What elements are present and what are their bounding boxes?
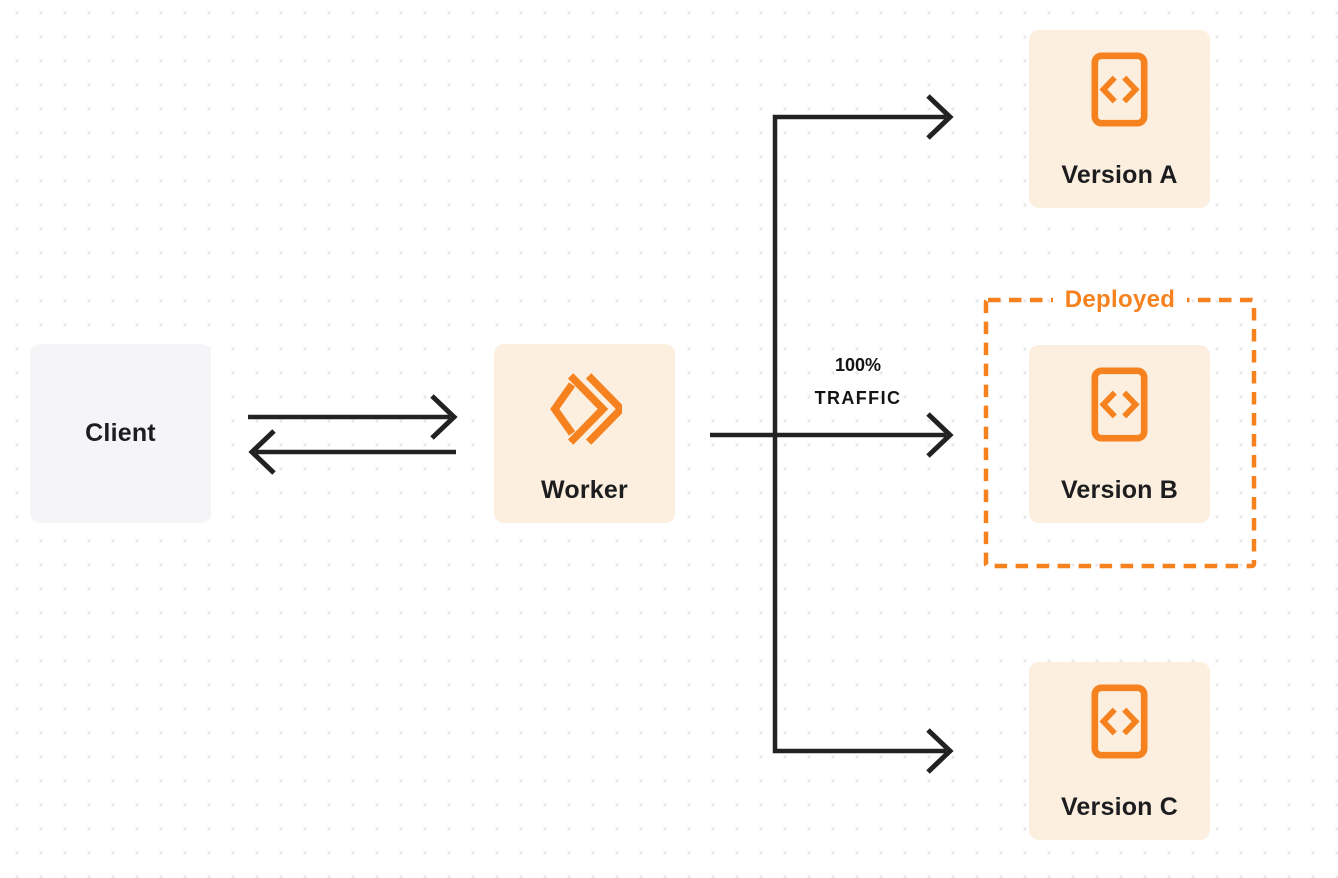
version-c-label: Version C bbox=[1060, 793, 1179, 821]
client-label: Client bbox=[85, 419, 156, 447]
node-client: Client bbox=[30, 344, 211, 523]
code-file-icon bbox=[1091, 684, 1148, 764]
arrow-branch-versions bbox=[772, 94, 954, 774]
node-version-a: Version A bbox=[1029, 30, 1210, 208]
traffic-percentage-label: 100% TRAFFIC bbox=[778, 349, 938, 415]
traffic-line1: 100% bbox=[834, 355, 882, 375]
arrow-client-to-worker bbox=[248, 394, 458, 440]
node-worker: Worker bbox=[494, 344, 675, 523]
deployed-group-label: Deployed bbox=[986, 286, 1254, 314]
node-version-c: Version C bbox=[1029, 662, 1210, 840]
arrowhead-version-c bbox=[926, 728, 954, 774]
code-file-icon bbox=[1091, 52, 1148, 132]
worker-label: Worker bbox=[541, 476, 628, 504]
arrowhead-version-a bbox=[926, 94, 954, 140]
workers-logo-icon bbox=[548, 373, 626, 450]
node-version-b: Version B bbox=[1029, 345, 1210, 523]
version-a-label: Version A bbox=[1061, 161, 1178, 189]
code-file-icon bbox=[1091, 367, 1148, 447]
traffic-line2: TRAFFIC bbox=[814, 388, 902, 408]
arrow-worker-to-version-b bbox=[710, 412, 954, 458]
arrow-worker-to-client bbox=[248, 429, 456, 475]
version-b-label: Version B bbox=[1060, 476, 1179, 504]
